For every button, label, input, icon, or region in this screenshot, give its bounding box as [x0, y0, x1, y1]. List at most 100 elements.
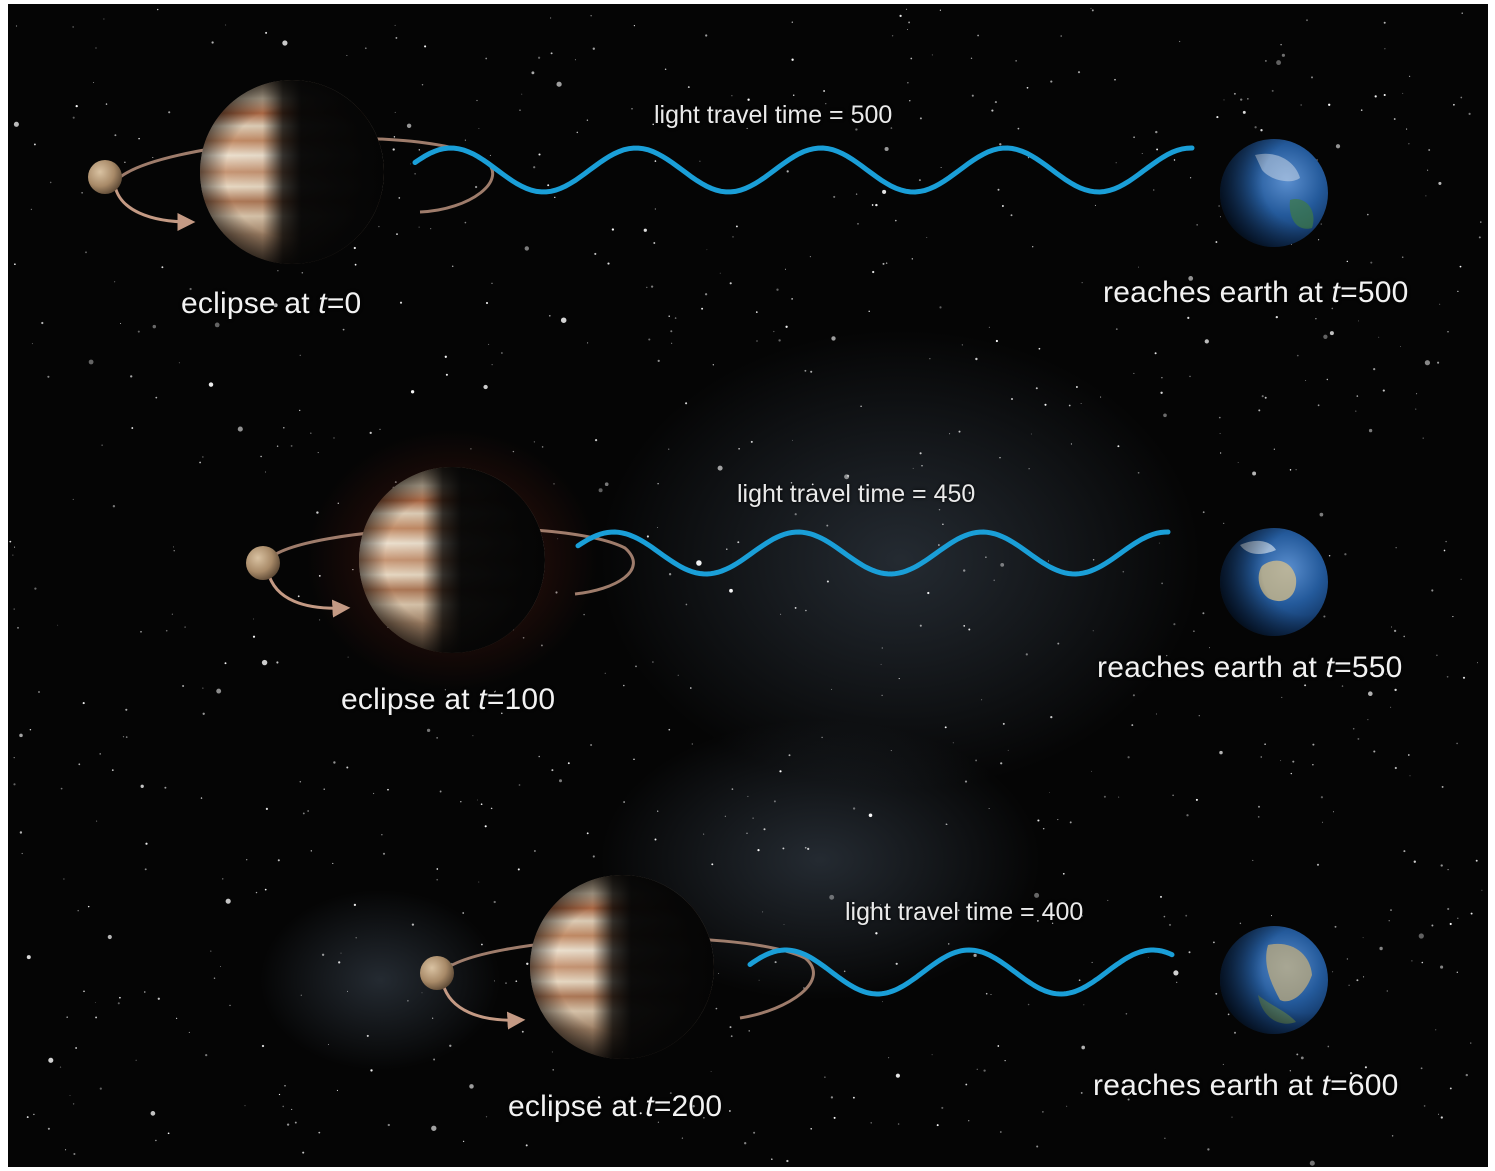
star	[1081, 1045, 1086, 1050]
star	[165, 629, 168, 632]
star	[300, 994, 302, 996]
star	[963, 569, 966, 572]
star	[1390, 909, 1392, 912]
star	[261, 659, 268, 666]
star	[1382, 389, 1385, 392]
star	[1242, 110, 1246, 114]
star	[379, 428, 381, 431]
star	[1132, 694, 1135, 697]
star	[1223, 99, 1225, 101]
star	[870, 1122, 872, 1124]
star	[72, 116, 75, 119]
star	[965, 1083, 968, 1086]
star	[38, 691, 40, 693]
star	[968, 628, 971, 631]
star	[995, 339, 999, 343]
row-1	[88, 80, 1328, 264]
star	[794, 606, 797, 609]
star	[729, 1026, 732, 1029]
star	[394, 24, 396, 26]
star	[897, 1123, 900, 1125]
star	[1222, 1063, 1224, 1065]
star	[1155, 713, 1157, 715]
star	[551, 769, 554, 772]
star	[117, 1002, 120, 1005]
star	[255, 891, 258, 894]
star	[222, 878, 224, 880]
star	[145, 842, 148, 845]
star	[824, 1076, 826, 1078]
star	[574, 59, 576, 61]
star	[729, 282, 732, 285]
eclipse-time: =0	[326, 287, 362, 320]
star	[1178, 40, 1181, 43]
star	[1370, 261, 1373, 264]
star	[1050, 80, 1053, 83]
star	[525, 1144, 528, 1147]
star	[833, 1116, 836, 1119]
star	[1091, 9, 1094, 12]
star	[790, 482, 793, 484]
star	[985, 556, 987, 558]
star	[1118, 796, 1120, 798]
star	[648, 338, 651, 341]
star	[505, 982, 507, 984]
star	[19, 831, 23, 834]
star	[188, 1031, 190, 1033]
star	[302, 812, 305, 815]
nebula-cloud	[600, 330, 1200, 790]
star	[938, 508, 941, 511]
star	[1044, 403, 1047, 406]
star	[122, 736, 125, 738]
star	[556, 81, 562, 87]
star	[753, 1131, 756, 1134]
star	[1399, 346, 1401, 347]
star	[1332, 971, 1334, 973]
star	[1364, 1066, 1367, 1069]
star	[710, 1070, 712, 1072]
star	[1292, 760, 1295, 763]
star	[189, 287, 192, 291]
star	[1032, 246, 1034, 248]
star	[961, 344, 963, 346]
jupiter-planet	[200, 80, 384, 264]
star	[1456, 971, 1458, 973]
star	[1441, 785, 1444, 788]
star	[1438, 1113, 1440, 1115]
star	[462, 912, 465, 914]
star	[1038, 347, 1041, 350]
time-variable: t	[1325, 651, 1335, 684]
star	[1403, 850, 1406, 853]
io-orbit-front	[266, 571, 351, 618]
star	[366, 1034, 369, 1037]
star	[1408, 143, 1410, 145]
star	[533, 850, 536, 852]
star	[57, 624, 59, 626]
star	[855, 193, 858, 195]
star	[1127, 1098, 1130, 1101]
star	[1172, 794, 1174, 797]
star	[1427, 169, 1429, 171]
star	[478, 128, 480, 129]
star	[1216, 116, 1219, 119]
star	[225, 24, 227, 26]
star	[436, 878, 439, 881]
star	[821, 736, 823, 739]
star	[1035, 387, 1038, 390]
star	[107, 934, 112, 940]
star	[988, 326, 990, 328]
star	[654, 838, 657, 841]
star	[1318, 239, 1320, 241]
star	[1080, 403, 1082, 404]
star	[872, 270, 875, 274]
star	[731, 95, 733, 97]
star	[1091, 770, 1093, 772]
star	[653, 242, 656, 244]
star	[732, 236, 734, 238]
star	[1001, 205, 1004, 207]
star	[182, 223, 185, 225]
star	[69, 1095, 71, 1096]
star	[750, 440, 753, 443]
star	[730, 1035, 733, 1038]
star	[82, 702, 85, 705]
